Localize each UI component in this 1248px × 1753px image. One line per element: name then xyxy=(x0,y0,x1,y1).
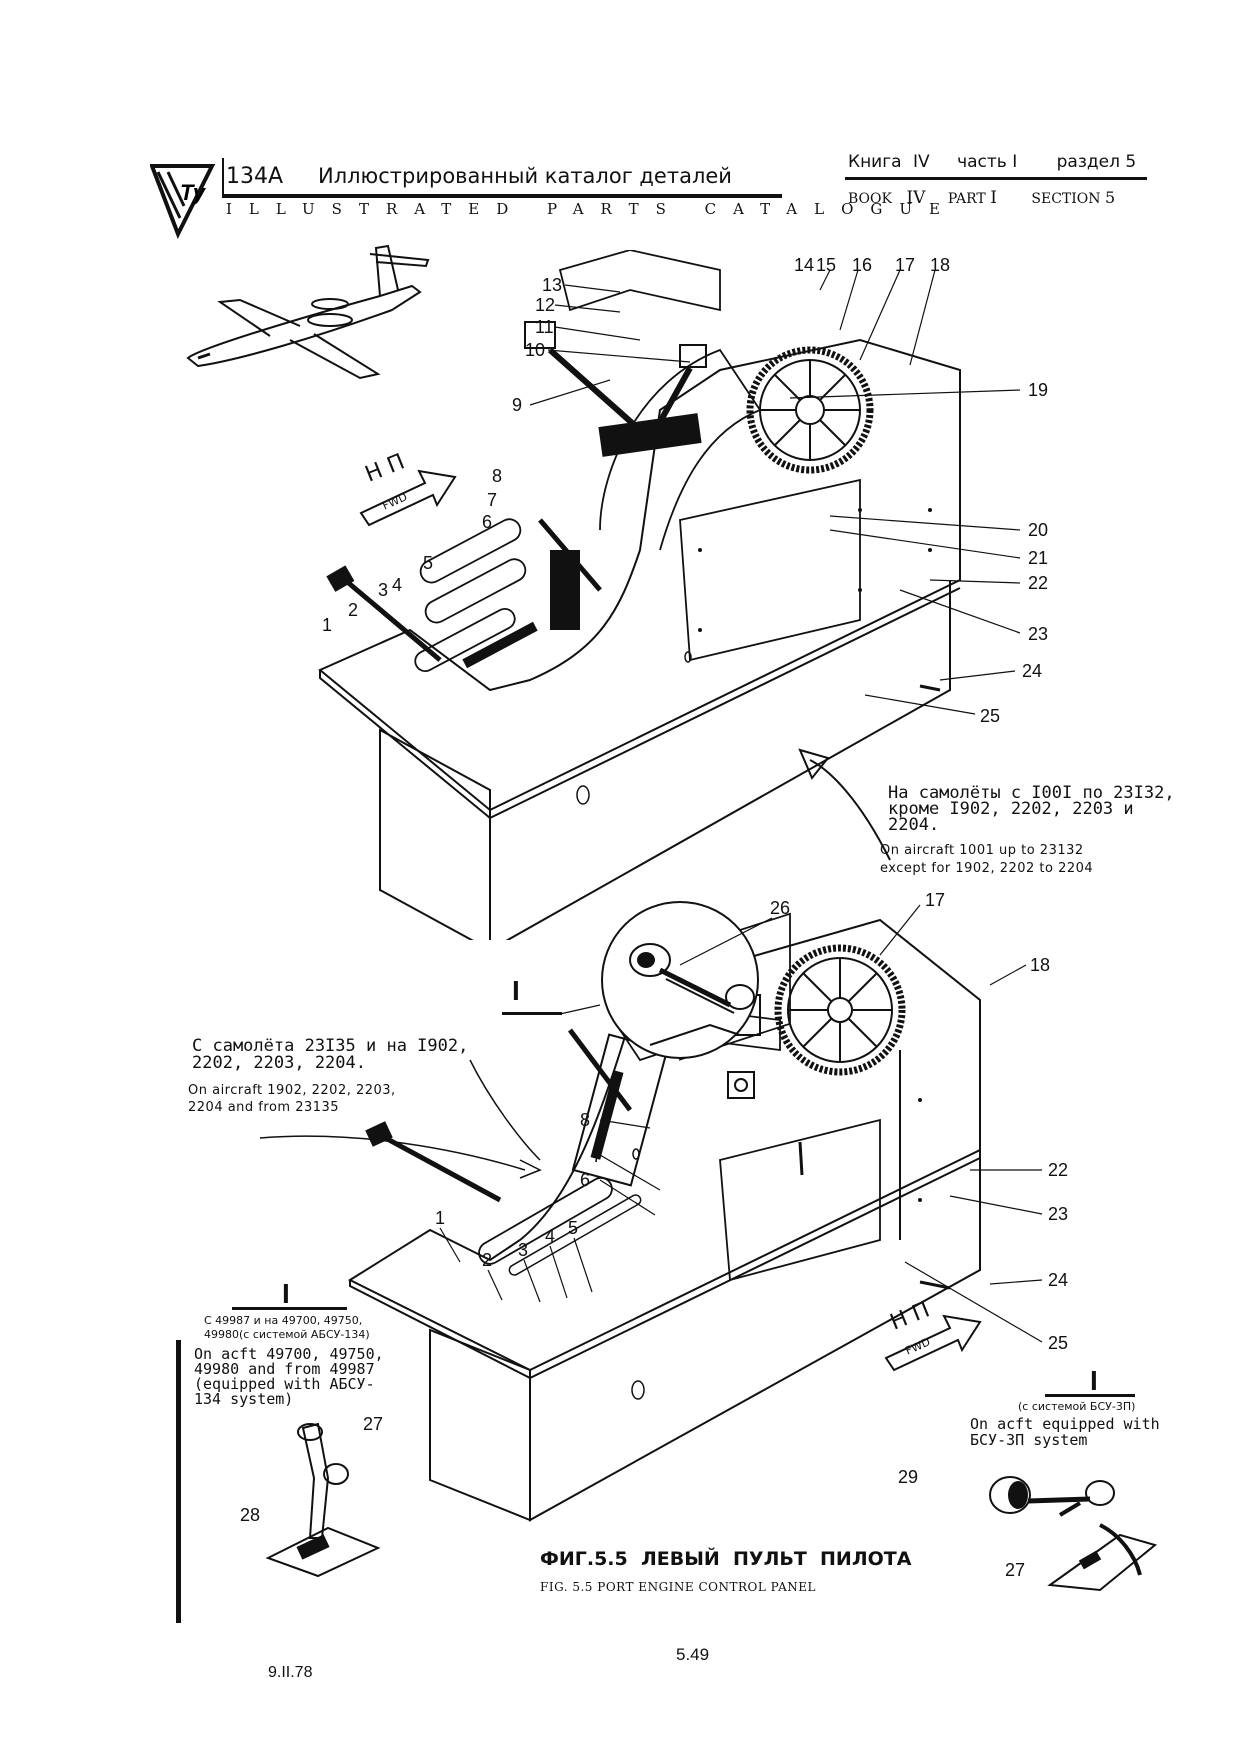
callout-22-lower: 22 xyxy=(1048,1160,1069,1180)
callout-3-lower: 3 xyxy=(518,1240,529,1260)
callout-7-lower: 7 xyxy=(592,1146,603,1166)
part-label-ru: часть xyxy=(957,152,1007,172)
callout-5-upper: 5 xyxy=(423,553,434,573)
part-label-en: PART xyxy=(947,191,986,207)
upper-note-ru: На самолёты с I00I по 23I32, кроме I902,… xyxy=(888,783,1175,835)
book-number-ru: IV xyxy=(913,152,930,172)
part-number-en: I xyxy=(990,188,997,208)
callout-19-upper: 19 xyxy=(1028,380,1049,400)
figure-caption-en: FIG. 5.5 PORT ENGINE CONTROL PANEL xyxy=(540,1580,817,1594)
inset-left-label: I xyxy=(282,1278,290,1309)
callout-29-inset-right: 29 xyxy=(898,1467,919,1487)
upper-note-en: On aircraft 1001 up to 23132 except for … xyxy=(880,843,1094,876)
inset-left-note-en: On acft 49700, 49750, 49980 and from 499… xyxy=(194,1345,384,1408)
part-number-ru: I xyxy=(1012,152,1018,172)
callout-13-upper: 13 xyxy=(542,275,563,295)
issue-date: 9.II.78 xyxy=(268,1664,313,1681)
callout-24-upper: 24 xyxy=(1022,661,1043,681)
callout-2-lower: 2 xyxy=(482,1250,493,1270)
callout-10-upper: 10 xyxy=(525,340,546,360)
detail-view-circle xyxy=(601,901,759,1059)
callout-26-lower: 26 xyxy=(770,898,791,918)
callout-14-upper: 14 xyxy=(794,255,815,275)
callout-1-upper: 1 xyxy=(322,615,333,635)
callout-28-inset-left: 28 xyxy=(240,1505,261,1525)
callout-25-upper: 25 xyxy=(980,706,1001,726)
inset-right-note-ru: (с системой БСУ-3П) xyxy=(1018,1400,1136,1413)
callout-20-upper: 20 xyxy=(1028,520,1049,540)
section-number-ru: 5 xyxy=(1125,152,1137,172)
callout-27-inset-right: 27 xyxy=(1005,1560,1026,1580)
section-label-en: SECTION xyxy=(1031,191,1101,207)
callout-22-upper: 22 xyxy=(1028,573,1049,593)
callout-4-lower: 4 xyxy=(545,1226,556,1246)
page-number: 5.49 xyxy=(676,1645,710,1664)
inset-left-note-ru: С 49987 и на 49700, 49750, 49980(с систе… xyxy=(204,1314,370,1341)
model-number: 134А xyxy=(226,164,284,189)
callout-12-upper: 12 xyxy=(535,295,556,315)
callout-8-lower: 8 xyxy=(580,1110,591,1130)
section-number-en: 5 xyxy=(1104,188,1116,207)
callout-8-upper: 8 xyxy=(492,466,503,486)
book-label-ru: Книга xyxy=(848,152,902,172)
catalog-title-ru: Иллюстрированный каталог деталей xyxy=(318,164,732,188)
section-label-ru: раздел xyxy=(1056,152,1120,172)
callout-4-upper: 4 xyxy=(392,575,403,595)
book-number-en: IV xyxy=(906,188,926,208)
aircraft-icon xyxy=(186,244,430,380)
logo-text: Ту xyxy=(180,180,207,205)
tupolev-logo-icon: Ту xyxy=(150,164,216,239)
callout-23-lower: 23 xyxy=(1048,1204,1069,1224)
callout-6-upper: 6 xyxy=(482,512,493,532)
catalog-title-en: ILLUSTRATED PARTS CATALOGUE xyxy=(226,200,957,218)
lower-note-en: On aircraft 1902, 2202, 2203, 2204 and f… xyxy=(188,1083,396,1115)
callout-2-upper: 2 xyxy=(348,600,359,620)
callout-25-lower: 25 xyxy=(1048,1333,1069,1353)
callout-21-upper: 21 xyxy=(1028,548,1049,568)
callout-9-upper: 9 xyxy=(512,395,523,415)
callout-23-upper: 23 xyxy=(1028,624,1049,644)
view-label-lower: I xyxy=(512,975,520,1006)
callout-7-upper: 7 xyxy=(487,490,498,510)
callout-15-upper: 15 xyxy=(816,255,837,275)
callout-5-lower: 5 xyxy=(568,1218,579,1238)
inset-right-label: I xyxy=(1090,1365,1098,1396)
book-label-en: BOOK xyxy=(848,191,892,207)
upper-console-illustration xyxy=(318,250,961,940)
callout-3-upper: 3 xyxy=(378,580,389,600)
callout-27-inset-left: 27 xyxy=(363,1414,384,1434)
inset-right-note-en: On acft equipped with БСУ-3П system xyxy=(970,1415,1160,1449)
callout-11-upper: 11 xyxy=(535,317,554,337)
callout-17-lower: 17 xyxy=(925,890,946,910)
inset-right-lever-illustration xyxy=(989,1476,1158,1592)
callout-1-lower: 1 xyxy=(435,1208,446,1228)
callout-6-lower: 6 xyxy=(580,1170,591,1190)
callout-18-upper: 18 xyxy=(930,255,951,275)
fwd-arrow-icon xyxy=(359,469,457,527)
callout-24-lower: 24 xyxy=(1048,1270,1069,1290)
inset-left-lever-illustration xyxy=(265,1422,381,1578)
callout-18-lower: 18 xyxy=(1030,955,1051,975)
callout-16-upper: 16 xyxy=(852,255,873,275)
figure-caption-ru: ФИГ.5.5 ЛЕВЫЙ ПУЛЬТ ПИЛОТА xyxy=(540,1548,912,1570)
callout-17-upper: 17 xyxy=(895,255,916,275)
lower-note-ru: С самолёта 23I35 и на I902, 2202, 2203, … xyxy=(192,1036,469,1073)
